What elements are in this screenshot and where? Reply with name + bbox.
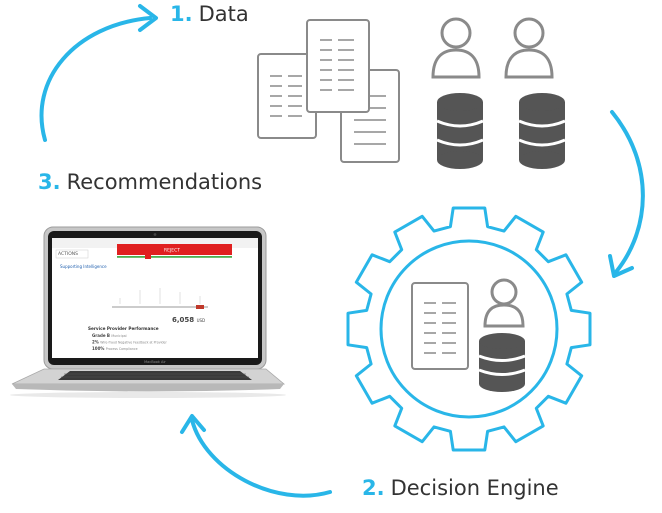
screen-metric-label: Municipal — [111, 334, 126, 338]
screen-reject-bar — [117, 244, 232, 255]
screen-section-label: Supporting Intelligence — [60, 264, 107, 269]
laptop-illustration: ACTIONS REJECT Supporting Intelligence 6… — [10, 226, 286, 398]
step-recommendations-label: 3.Recommendations — [38, 170, 263, 194]
screen-performance-title: Service Provider Performance — [88, 326, 159, 331]
screen-reject-label: REJECT — [164, 248, 180, 254]
user-icon — [504, 17, 554, 79]
camera-dot — [153, 233, 157, 236]
screen-metric-value: 100% — [92, 346, 106, 351]
screen-metric-label: Wire-fraud Negative Feedback at Provider — [100, 341, 167, 345]
database-icon — [518, 93, 566, 169]
database-icon — [436, 93, 484, 169]
arrow-data-to-engine — [608, 110, 645, 278]
screen-metric-label: Process Compliance — [106, 347, 138, 351]
databases-icon — [436, 93, 566, 169]
screen-metrics: Grade B Municipal 2% Wire-fraud Negative … — [92, 333, 167, 351]
user-icon — [431, 17, 481, 79]
screen-metric-line: 100% Process Compliance — [92, 346, 138, 351]
screen-metric-value: Grade B — [92, 333, 111, 338]
screen-metric-value: 2% — [92, 340, 100, 345]
step-decision-engine-label: 2.Decision Engine — [362, 476, 559, 500]
arrow-recommendations-to-data — [39, 4, 158, 142]
screen-metric-line: Grade B Municipal — [92, 333, 127, 338]
screen-actions-button: ACTIONS — [58, 251, 78, 257]
engine-database-icon — [478, 333, 526, 392]
document-icon — [306, 19, 370, 113]
step-data-label: 1.Data — [170, 2, 249, 26]
users-icon — [431, 17, 554, 79]
data-documents-icon — [257, 19, 400, 163]
screen-amount: 6,058 USD — [172, 316, 205, 324]
laptop-brand-label: MacBook Air — [144, 360, 166, 364]
engine-user-icon — [483, 278, 525, 328]
gear-icon — [346, 206, 592, 452]
arrow-engine-to-recommendations — [180, 414, 332, 498]
engine-document-icon — [411, 282, 469, 370]
screen-metric-line: 2% Wire-fraud Negative Feedback at Provi… — [92, 340, 167, 345]
